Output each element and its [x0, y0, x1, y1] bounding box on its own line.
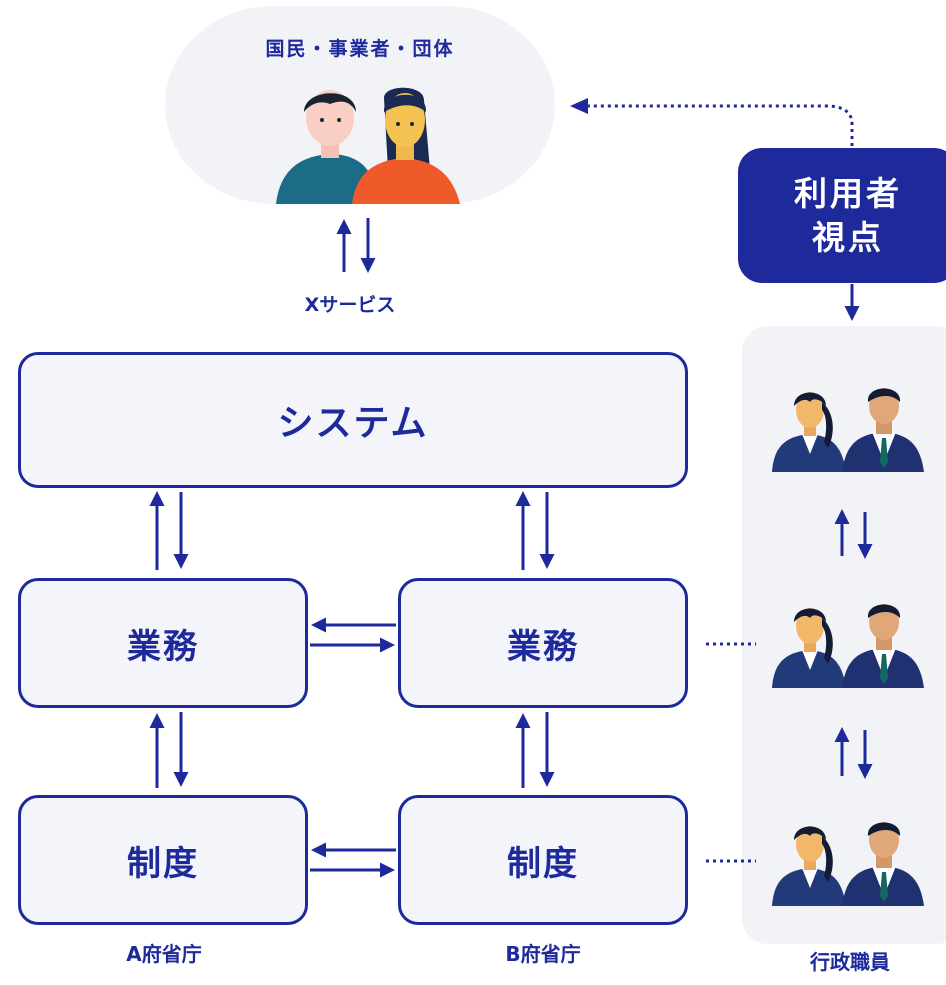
citizen-person-icon-2: [352, 87, 460, 204]
staff-panel: [742, 326, 946, 944]
staff-label: 行政職員: [810, 950, 890, 974]
dotted-arrowhead: [570, 98, 588, 114]
institution-label-a: 制度: [127, 843, 199, 884]
system-box: システム: [18, 352, 688, 488]
system-label: システム: [277, 403, 429, 444]
business-label-a: 業務: [127, 626, 199, 667]
user-viewpoint-badge: 利用者 視点: [738, 148, 946, 283]
ministry-a-label: A府省庁: [126, 942, 202, 966]
institution-box-a: 制度: [18, 795, 308, 925]
business-box-b: 業務: [398, 578, 688, 708]
business-label-b: 業務: [507, 626, 579, 667]
staff-pair-icon-3: [772, 822, 924, 906]
business-box-a: 業務: [18, 578, 308, 708]
viewpoint-line1: 利用者: [794, 173, 902, 213]
viewpoint-line2: 視点: [812, 217, 884, 257]
service-label: Xサービス: [304, 294, 396, 316]
institution-box-b: 制度: [398, 795, 688, 925]
staff-pair-icon-1: [772, 388, 924, 472]
citizens-label: 国民・事業者・団体: [265, 38, 455, 60]
staff-pair-icon-2: [772, 604, 924, 688]
citizen-person-icon-1: [276, 90, 372, 204]
ministry-b-label: B府省庁: [505, 942, 581, 966]
dotted-feedback-line: [584, 104, 854, 146]
institution-label-b: 制度: [507, 843, 579, 884]
